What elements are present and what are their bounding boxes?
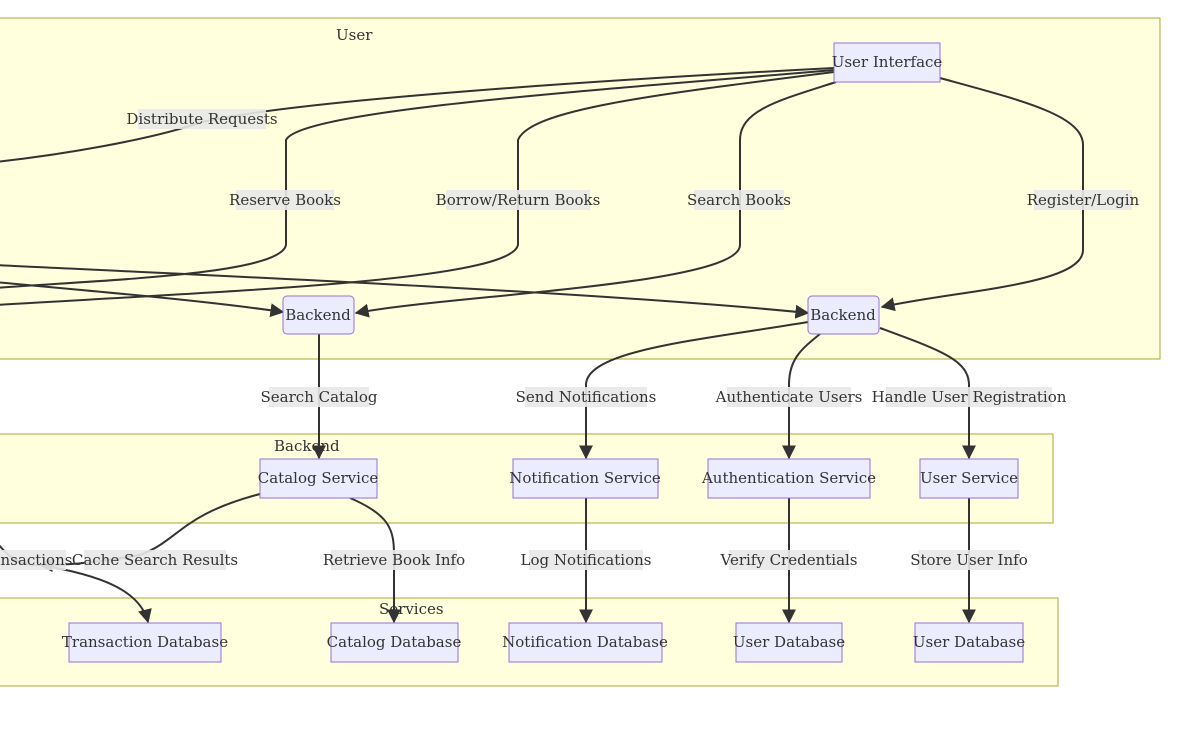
node-backend-left-label: Backend — [285, 306, 351, 324]
node-catalog-database-label: Catalog Database — [327, 633, 462, 651]
node-notification-database[interactable]: Notification Database — [502, 622, 668, 663]
node-user-database-1[interactable]: User Database — [733, 622, 845, 663]
label-borrow-return-books: Borrow/Return Books — [436, 191, 601, 209]
label-log-notifications: Log Notifications — [521, 551, 652, 569]
label-reserve-books: Reserve Books — [229, 191, 341, 209]
label-search-books: Search Books — [687, 191, 791, 209]
node-user-database-1-label: User Database — [733, 633, 845, 651]
node-user-service[interactable]: User Service — [919, 458, 1019, 499]
edge-send-notifications — [579, 321, 809, 460]
node-catalog-database[interactable]: Catalog Database — [327, 622, 462, 663]
node-authentication-service[interactable]: Authentication Service — [701, 458, 876, 499]
node-backend-right[interactable]: Backend — [807, 295, 880, 335]
node-notification-database-label: Notification Database — [502, 633, 668, 651]
label-register-login: Register/Login — [1027, 191, 1140, 209]
label-authenticate-users: Authenticate Users — [715, 388, 863, 406]
label-search-catalog: Search Catalog — [261, 388, 378, 406]
edge-left-to-backend-right — [0, 264, 810, 319]
node-user-service-label: User Service — [920, 469, 1018, 487]
node-catalog-service-label: Catalog Service — [258, 469, 379, 487]
node-authentication-service-label: Authentication Service — [701, 469, 876, 487]
edge-authenticate-users — [782, 333, 821, 460]
cluster-user-title: User — [336, 26, 373, 44]
edge-search-books — [354, 81, 837, 318]
edge-reserve-books — [0, 69, 835, 289]
edge-handle-user-registration — [879, 327, 976, 460]
node-backend-right-label: Backend — [810, 306, 876, 324]
node-transaction-database-label: Transaction Database — [62, 633, 228, 651]
edge-distribute-requests — [0, 67, 835, 163]
node-user-interface-label: User Interface — [832, 53, 943, 71]
edge-borrow-return-books — [0, 71, 835, 306]
node-backend-left[interactable]: Backend — [282, 295, 355, 335]
label-cache-search-results: Cache Search Results — [72, 551, 238, 569]
label-distribute-requests: Distribute Requests — [126, 110, 277, 128]
label-verify-credentials: Verify Credentials — [719, 551, 857, 569]
node-user-database-2[interactable]: User Database — [913, 622, 1025, 663]
node-notification-service-label: Notification Service — [509, 469, 661, 487]
edge-register-login — [880, 77, 1084, 312]
label-send-notifications: Send Notifications — [516, 388, 657, 406]
node-transaction-database[interactable]: Transaction Database — [62, 622, 228, 663]
edge-labels: Distribute Requests Reserve Books Borrow… — [0, 109, 1140, 570]
label-retrieve-book-info: Retrieve Book Info — [323, 551, 465, 569]
cluster-user: User — [0, 17, 1161, 360]
node-catalog-service[interactable]: Catalog Service — [258, 458, 379, 499]
label-transactions: ansactions — [0, 551, 72, 569]
label-handle-user-registration: Handle User Registration — [872, 388, 1067, 406]
cluster-services-title: Services — [379, 600, 444, 618]
node-notification-service[interactable]: Notification Service — [509, 458, 661, 499]
cluster-backend-title: Backend — [274, 437, 340, 455]
label-store-user-info: Store User Info — [910, 551, 1027, 569]
edge-left-to-backend-left — [0, 281, 285, 318]
node-user-database-2-label: User Database — [913, 633, 1025, 651]
node-user-interface[interactable]: User Interface — [832, 42, 943, 83]
